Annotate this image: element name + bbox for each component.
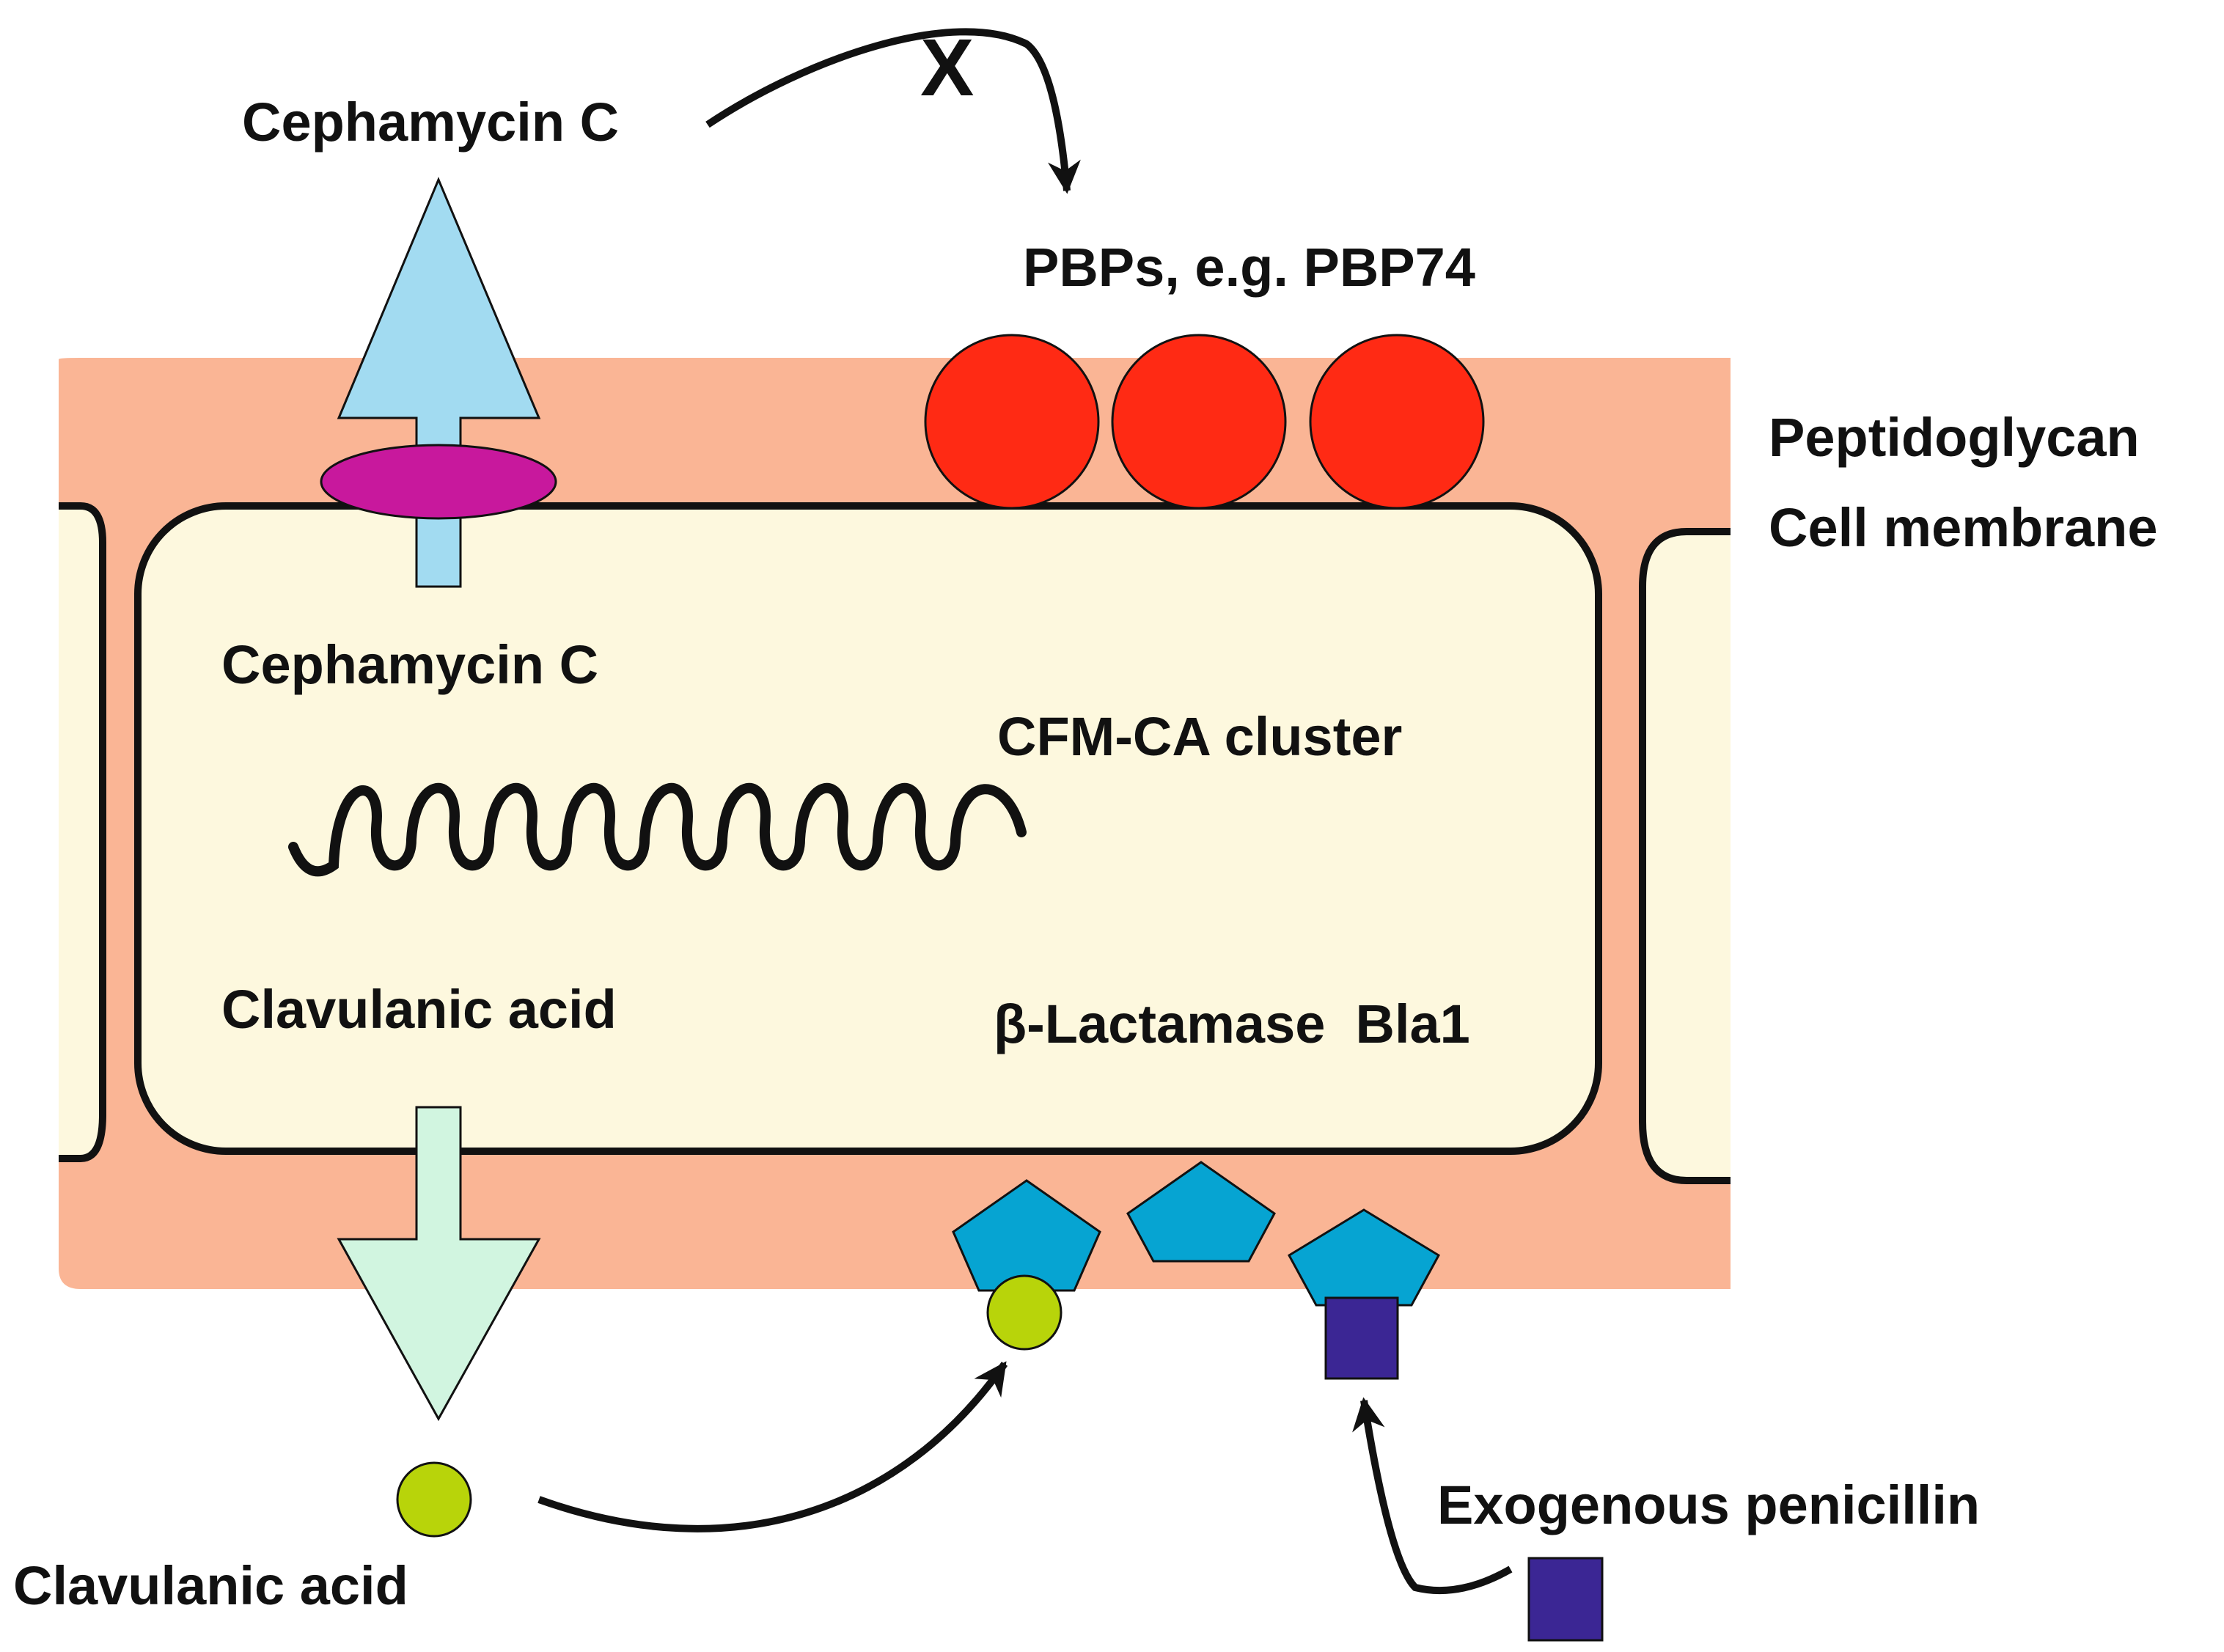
penicillin-to-lactamase-arrow — [1352, 1397, 1513, 1595]
clavulanic-acid-free — [396, 1461, 472, 1538]
clavulanic-export-arrow — [337, 1106, 541, 1422]
penicillin-bound — [1324, 1296, 1399, 1380]
pbp-circle — [924, 334, 1100, 510]
clavulanic-outside-label: Clavulanic acid — [13, 1555, 408, 1616]
peptidoglycan-label: Peptidoglycan — [1769, 407, 2140, 468]
penicillin-free — [1527, 1557, 1604, 1642]
blocked-cross-mark: X — [920, 23, 974, 113]
beta-lactamase-label: β-Lactamase Bla1 — [994, 994, 1470, 1054]
beta-lactamase-pentagon — [1126, 1161, 1276, 1263]
gene-cluster-wave — [288, 782, 1027, 877]
clavulanic-acid-bound — [986, 1274, 1063, 1351]
cell-membrane-outline — [134, 502, 1602, 1155]
neighbor-cell-left — [59, 502, 106, 1162]
clavulanic-to-lactamase-arrow — [537, 1361, 1008, 1532]
cephamycin-inside-label: Cephamycin C — [221, 634, 598, 695]
pbp-circle — [1309, 334, 1485, 510]
pbp-circle — [1111, 334, 1287, 510]
cephamycin-export-arrow — [337, 177, 541, 588]
cephamycin-to-pbp-arrow — [705, 28, 1081, 194]
neighbor-cell-right — [1639, 528, 1731, 1184]
transporter-protein — [320, 444, 557, 520]
clavulanic-inside-label: Clavulanic acid — [221, 979, 617, 1040]
pbps-label: PBPs, e.g. PBP74 — [1023, 237, 1475, 298]
cell-membrane-label: Cell membrane — [1769, 497, 2158, 558]
cluster-label: CFM-CA cluster — [997, 706, 1402, 767]
exogenous-penicillin-label: Exogenous penicillin — [1437, 1475, 1980, 1535]
cephamycin-outside-label: Cephamycin C — [242, 92, 619, 153]
